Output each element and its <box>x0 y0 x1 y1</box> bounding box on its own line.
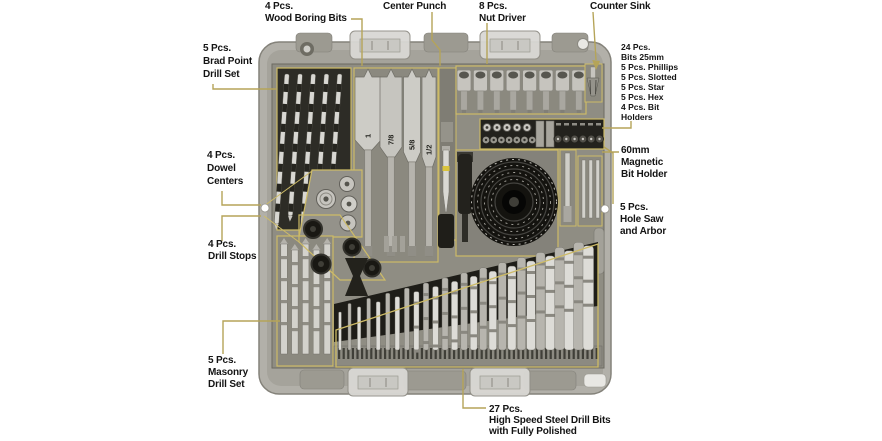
spade-size-label: 7/8 <box>387 135 396 145</box>
label-line: High Speed Steel Drill Bits <box>489 415 611 426</box>
callout-hss-bits <box>462 369 486 409</box>
callout-dowel-centers <box>221 191 261 206</box>
label-line: Wood Boring Bits <box>265 13 347 24</box>
label-bits-assortment: 24 Pcs. Bits 25mm 5 Pcs. Phillips 5 Pcs.… <box>621 42 678 122</box>
label-line: Drill Set <box>208 379 245 390</box>
case-side-pin <box>260 203 270 213</box>
case-side-pin <box>600 204 610 214</box>
label-masonry: 5 Pcs. Masonry Drill Set <box>208 355 248 391</box>
magnetic-bit-holder-slot <box>559 149 577 227</box>
label-line: 4 Pcs. <box>208 239 237 250</box>
callout-bits-assortment <box>602 121 632 129</box>
arbor-pilot-bits-slot <box>577 155 603 227</box>
label-line: 27 Pcs. <box>489 404 523 415</box>
label-line: 5 Pcs. <box>620 202 649 213</box>
label-line: 5 Pcs. Star <box>621 82 665 92</box>
label-line: Holders <box>621 112 653 122</box>
counter-sink-bit <box>584 63 603 103</box>
case-holes <box>300 38 589 56</box>
center-punch-slot <box>438 67 457 248</box>
callout-center-punch <box>431 12 441 66</box>
label-line: with Fully Polished <box>489 426 577 437</box>
label-line: 4 Pcs. Bit <box>621 102 660 112</box>
label-line: Brad Point <box>203 56 253 67</box>
label-line: Masonry <box>208 367 249 378</box>
label-line: and Arbor <box>620 226 667 237</box>
label-line: Center Punch <box>383 1 447 12</box>
callout-lines <box>212 11 632 409</box>
label-hss-bits: 27 Pcs. High Speed Steel Drill Bits with… <box>489 404 611 437</box>
label-line: 24 Pcs. <box>621 42 651 52</box>
label-center-punch: Center Punch <box>383 1 446 13</box>
callout-wood-boring <box>351 18 363 66</box>
label-line: Magnetic <box>621 157 664 168</box>
callout-hole-saw <box>603 146 614 204</box>
label-line: Drill Stops <box>208 251 257 262</box>
label-wood-boring-bits: 4 Pcs. Wood Boring Bits <box>265 1 347 25</box>
case-latches <box>347 30 541 397</box>
hss-drill-bits <box>338 242 594 353</box>
label-line: 4 Pcs. <box>265 1 294 12</box>
label-line: Counter Sink <box>590 1 651 12</box>
label-line: 4 Pcs. <box>207 150 236 161</box>
arbor <box>458 154 472 214</box>
bit-holder-clips <box>338 348 598 359</box>
counter-sink-arrowhead <box>592 60 600 70</box>
nut-drivers <box>456 69 587 113</box>
label-line: 5 Pcs. Phillips <box>621 62 679 72</box>
callout-brad-point <box>212 84 276 90</box>
label-line: Dowel <box>207 163 236 174</box>
spade-size-label: 1 <box>364 134 373 138</box>
label-hole-saw: 5 Pcs. Hole Saw and Arbor <box>620 202 666 238</box>
label-line: Drill Set <box>203 69 240 80</box>
center-punch-tool <box>442 149 450 213</box>
spade-size-label: 5/8 <box>408 140 417 150</box>
hole-saw-compartment <box>455 149 559 257</box>
callout-counter-sink <box>592 11 597 61</box>
label-magnetic-bit-holder: 60mm Magnetic Bit Holder <box>621 145 667 181</box>
drill-stops-compartment <box>263 214 387 281</box>
spade-size-label: 1/2 <box>425 145 434 155</box>
masonry-drill-bits <box>280 238 332 355</box>
label-line: 60mm <box>621 145 650 156</box>
label-line: 5 Pcs. Slotted <box>621 72 677 82</box>
label-line: 5 Pcs. Hex <box>621 92 664 102</box>
label-line: 5 Pcs. <box>208 355 237 366</box>
label-drill-stops: 4 Pcs. Drill Stops <box>208 239 257 263</box>
label-dowel-centers: 4 Pcs. Dowel Centers <box>207 149 243 188</box>
callout-drill-stops <box>221 215 261 241</box>
wood-boring-spade-bits: 1 7/8 5/8 1/2 <box>354 68 437 257</box>
label-line: 5 Pcs. <box>203 43 232 54</box>
label-brad-point: 5 Pcs. Brad Point Drill Set <box>203 42 252 81</box>
label-line: 8 Pcs. <box>479 1 508 12</box>
label-line: Bit Holder <box>621 169 668 180</box>
label-nut-driver: 8 Pcs. Nut Driver <box>479 1 526 25</box>
label-line: Bits 25mm <box>621 52 664 62</box>
label-counter-sink: Counter Sink <box>590 1 651 13</box>
label-line: Nut Driver <box>479 13 526 24</box>
hss-compartment-outline <box>335 243 599 368</box>
hole-saw <box>470 158 558 246</box>
callout-masonry <box>222 320 280 354</box>
screwdriver-bits <box>482 120 604 148</box>
label-line: Hole Saw <box>620 214 664 225</box>
label-line: Centers <box>207 176 244 187</box>
